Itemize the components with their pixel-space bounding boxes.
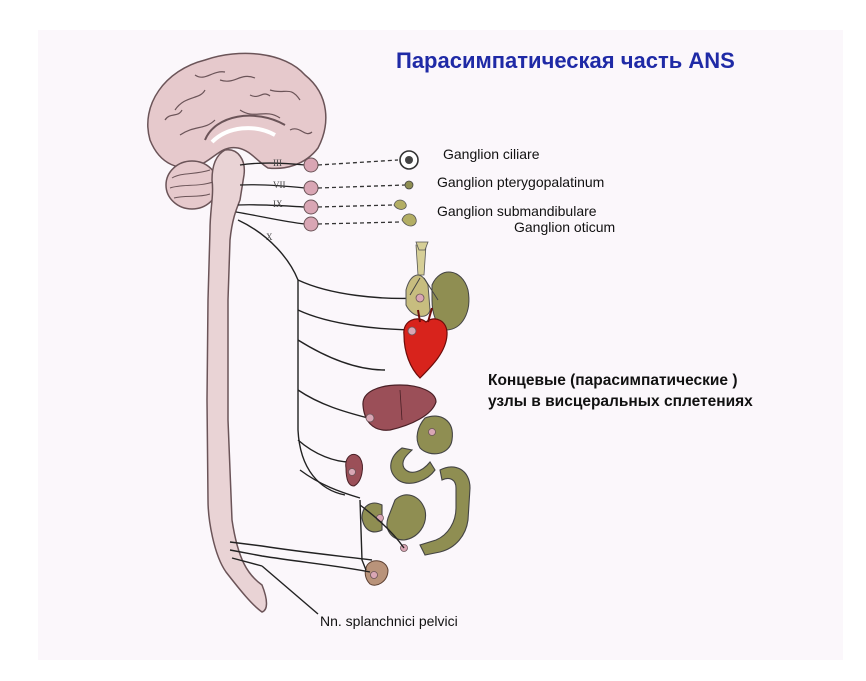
- cranial-nerve-numerals: III VII IX X: [266, 158, 286, 242]
- parotid-gland: [401, 213, 417, 227]
- ganglion-pterygopalatinum-node: [404, 180, 414, 190]
- label-ganglion-pterygopalatinum: Ganglion pterygopalatinum: [437, 174, 605, 190]
- spinal-cord: [206, 149, 268, 613]
- label-nn-splanchnici-pelvici: Nn. splanchnici pelvici: [320, 613, 458, 629]
- label-ganglion-ciliare: Ganglion ciliare: [443, 146, 540, 162]
- submandibular-gland: [393, 199, 407, 210]
- liver-ganglion: [365, 413, 375, 423]
- lung-ganglion: [415, 293, 425, 303]
- brain: [147, 52, 327, 170]
- numeral-x: X: [266, 232, 273, 242]
- postganglionic-dashes: [317, 159, 406, 225]
- terminal-nodes-line1: Концевые (парасимпатические ): [488, 372, 738, 389]
- eye: [399, 150, 419, 170]
- label-ganglion-oticum: Ganglion oticum: [514, 219, 616, 235]
- terminal-nodes-line2: узлы в висцеральных сплетениях: [488, 393, 753, 410]
- lungs: [405, 241, 470, 331]
- numeral-iii: III: [273, 158, 282, 168]
- numeral-vii: VII: [273, 180, 286, 190]
- digestive-tract: [361, 415, 471, 556]
- cranial-nuclei: [303, 157, 319, 232]
- slide-title: Парасимпатическая часть ANS: [396, 48, 735, 73]
- heart-ganglion: [407, 326, 417, 336]
- cerebellum: [165, 160, 219, 210]
- pelvic-outflow: [229, 499, 405, 615]
- numeral-ix: IX: [273, 199, 283, 209]
- cranial-outflow: [235, 162, 306, 225]
- vagus-branches: [237, 219, 421, 499]
- label-ganglion-submandibulare: Ganglion submandibulare: [437, 203, 597, 219]
- liver: [362, 384, 437, 431]
